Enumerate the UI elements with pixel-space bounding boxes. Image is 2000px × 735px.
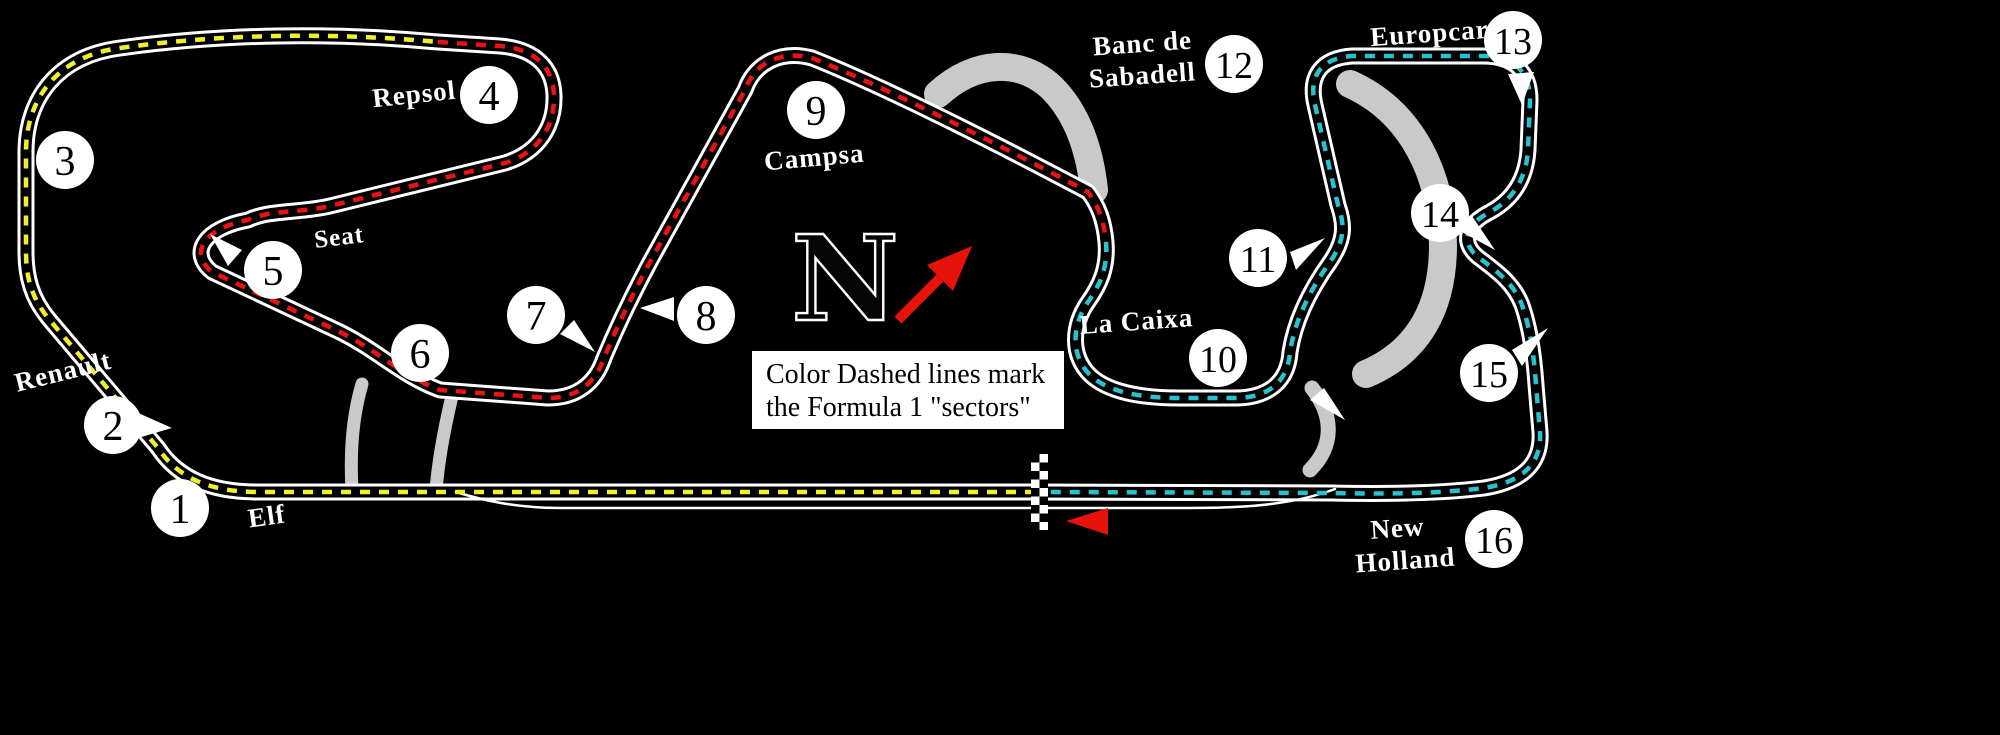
corner-marker-3: 3 (36, 131, 94, 189)
pointer-turn-10 (1310, 388, 1345, 420)
sector-dashes (23, 33, 1543, 496)
corner-marker-12: 12 (1205, 35, 1263, 93)
pointer-turn-15 (1512, 328, 1548, 366)
sector-2-dashed-line (198, 39, 1109, 401)
corner-number-7: 7 (526, 294, 547, 340)
old-layout-backstretch (924, 53, 1108, 204)
compass: N (790, 208, 972, 349)
corner-marker-8: 8 (677, 286, 735, 344)
pointer-turn-5 (210, 234, 242, 266)
corner-marker-2: 2 (84, 396, 142, 454)
corner-number-11: 11 (1240, 239, 1277, 281)
corner-marker-14: 14 (1411, 184, 1469, 242)
pointer-turn-13 (1508, 72, 1534, 105)
label-new-holland-line2: Holland (1354, 542, 1456, 579)
compass-north-arrow (927, 246, 972, 291)
corner-pointers (136, 72, 1548, 438)
corner-number-8: 8 (696, 294, 717, 340)
corner-number-6: 6 (410, 332, 431, 378)
corner-number-3: 3 (55, 139, 76, 185)
corner-number-9: 9 (806, 89, 827, 135)
corner-number-13: 13 (1494, 21, 1532, 63)
pit-lane-line (454, 487, 1337, 510)
corner-number-12: 12 (1215, 45, 1253, 87)
corner-marker-1: 1 (151, 479, 209, 537)
pointer-turn-7 (560, 320, 595, 352)
corner-number-16: 16 (1475, 520, 1513, 562)
corner-marker-11: 11 (1229, 229, 1287, 287)
label-elf: Elf (246, 499, 287, 534)
corner-marker-5: 5 (244, 241, 302, 299)
corner-marker-10: 10 (1189, 329, 1247, 387)
label-banc-de-sabadell-line2: Sabadell (1088, 56, 1197, 93)
corner-marker-7: 7 (507, 286, 565, 344)
corner-marker-16: 16 (1465, 510, 1523, 568)
race-direction-arrow (1066, 508, 1108, 535)
corner-number-5: 5 (263, 249, 284, 295)
legend-box: Color Dashed lines mark the Formula 1 "s… (752, 351, 1064, 429)
pointer-turn-11 (1290, 238, 1325, 270)
corner-marker-9: 9 (787, 81, 845, 139)
legend-background (752, 351, 1064, 429)
corner-number-10: 10 (1199, 339, 1237, 381)
school-circuit-link-2 (429, 389, 459, 498)
corner-marker-4: 4 (460, 66, 518, 124)
corner-number-14: 14 (1421, 194, 1459, 236)
label-seat: Seat (313, 221, 366, 254)
legend-line-1: Color Dashed lines mark (766, 359, 1045, 390)
compass-north-letter: N (791, 209, 899, 348)
label-new-holland-line1: New (1369, 511, 1425, 545)
pointer-turn-8 (640, 297, 674, 321)
pointer-turn-14 (1458, 216, 1495, 250)
sector-3-dashed-line (1034, 53, 1543, 496)
corner-number-15: 15 (1470, 354, 1508, 396)
corner-markers: 1 2 3 4 5 6 7 8 9 10 11 12 13 14 15 16 (36, 11, 1542, 568)
corner-marker-6: 6 (391, 324, 449, 382)
compass-arrow-tail (894, 274, 944, 324)
corner-number-4: 4 (479, 74, 500, 120)
school-circuit-link-1 (344, 377, 369, 497)
corner-number-1: 1 (170, 487, 191, 533)
pointer-turn-2 (136, 412, 172, 438)
start-finish-checkered-line (1031, 454, 1048, 530)
label-banc-de-sabadell-line1: Banc de (1092, 25, 1193, 62)
corner-marker-15: 15 (1460, 344, 1518, 402)
old-layout-right-loop (1336, 70, 1458, 388)
legend-line-2: the Formula 1 "sectors" (766, 392, 1031, 423)
corner-number-2: 2 (103, 404, 124, 450)
corner-marker-13: 13 (1484, 11, 1542, 69)
